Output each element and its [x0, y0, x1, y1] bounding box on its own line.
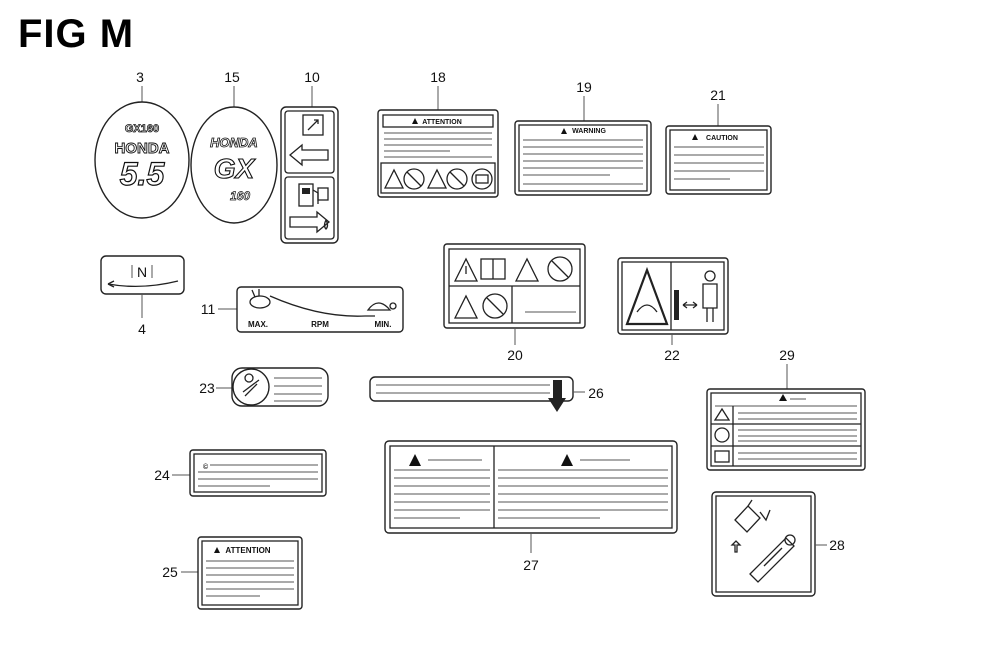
part-18-sticker: 18 ATTENTION: [377, 69, 499, 198]
part-21-sticker: 21 CAUTION: [665, 87, 772, 195]
part-number-10: 10: [304, 69, 320, 85]
part-11-sticker: 11 MAX. RPM MIN.: [201, 286, 404, 333]
part-23-sticker: 23: [199, 367, 329, 407]
emblem15-line3: 160: [230, 189, 250, 203]
part-20-sticker: 20: [443, 243, 586, 363]
oil-can-icon: [734, 499, 761, 533]
emblem3-line3: 5.5: [120, 156, 166, 192]
part-number-18: 18: [430, 69, 446, 85]
no-symbol-icon: [403, 168, 425, 190]
sticker4-mark: N: [137, 264, 147, 280]
part-15-emblem: 15 HONDA GX 160: [190, 69, 278, 224]
emblem15-line2: GX: [214, 153, 257, 184]
warning-triangle-icon: [426, 168, 448, 189]
part-number-20: 20: [507, 347, 523, 363]
sticker18-header: ATTENTION: [422, 119, 462, 126]
part-number-3: 3: [136, 69, 144, 85]
no-symbol-icon: [446, 168, 468, 190]
part-number-15: 15: [224, 69, 240, 85]
turtle-icon: [366, 302, 397, 311]
no-symbol-icon: [547, 256, 573, 282]
part-27-sticker: 27: [384, 440, 678, 573]
part-24-sticker: 24 ©: [154, 449, 327, 497]
part-25-sticker: 25 ATTENTION: [162, 536, 303, 610]
sticker25-header: ATTENTION: [225, 546, 270, 555]
part-number-19: 19: [576, 79, 592, 95]
warning-triangle-icon: [779, 394, 787, 401]
manual-book-icon: [480, 258, 506, 280]
warning-triangle-icon: [561, 454, 573, 466]
protective-gear-icon: [471, 168, 493, 190]
part-26-sticker: 26: [369, 376, 604, 412]
arrow-right-icon: [289, 210, 331, 234]
sticker11-rpm: RPM: [311, 320, 329, 329]
oil-can-icon: [242, 373, 260, 397]
part-number-28: 28: [829, 537, 845, 553]
part-29-sticker: 29: [706, 347, 866, 471]
warning-triangle-icon: [453, 257, 479, 282]
person-icon: [702, 270, 718, 322]
part-number-22: 22: [664, 347, 680, 363]
part-number-29: 29: [779, 347, 795, 363]
no-symbol-icon: [482, 293, 508, 319]
part-number-27: 27: [523, 557, 539, 573]
part-number-23: 23: [199, 380, 215, 396]
dipstick-icon: [749, 534, 796, 583]
emblem3-line2: HONDA: [115, 140, 170, 157]
sticker11-max: MAX.: [248, 320, 268, 329]
warning-triangle-icon: [514, 257, 540, 282]
part-28-sticker: 28: [711, 491, 845, 597]
part-22-sticker: 22: [617, 257, 729, 363]
part-10-sticker: 10: [280, 69, 339, 244]
part-number-25: 25: [162, 564, 178, 580]
warning-triangle-icon: [412, 118, 418, 124]
emblem3-line1: GX160: [125, 123, 159, 135]
fuel-pump-icon: [298, 183, 329, 207]
distance-arrow-icon: [682, 301, 698, 309]
sticker19-header: WARNING: [572, 128, 606, 135]
warning-triangle-icon: [561, 128, 567, 134]
arrow-left-icon: [288, 143, 329, 167]
rabbit-icon: [249, 289, 271, 309]
warning-triangle-icon: [453, 294, 479, 319]
figure-title: FIG M: [18, 12, 135, 56]
part-19-sticker: 19 WARNING: [514, 79, 652, 196]
part-number-26: 26: [588, 385, 604, 401]
part-number-24: 24: [154, 467, 170, 483]
lever-icon: [302, 114, 324, 136]
part-number-11: 11: [201, 301, 216, 317]
warning-triangle-icon: [383, 168, 405, 189]
sticker11-min: MIN.: [375, 320, 392, 329]
sticker24-mark: ©: [203, 463, 209, 471]
warning-triangle-icon: [409, 454, 421, 466]
emblem15-line1: HONDA: [210, 135, 258, 150]
manual-book-icon: [714, 450, 730, 463]
part-3-emblem: 3 GX160 HONDA 5.5: [94, 69, 190, 219]
arrow-down-icon: [548, 380, 566, 412]
sticker21-header: CAUTION: [706, 135, 738, 142]
warning-triangle-icon: [692, 134, 698, 140]
part-4-sticker: N 4: [100, 255, 185, 337]
part-number-4: 4: [138, 321, 146, 337]
warning-triangle-icon: [625, 266, 669, 326]
warning-triangle-icon: [214, 547, 220, 553]
warning-triangle-icon: [713, 407, 731, 421]
part-number-21: 21: [710, 87, 726, 103]
hazard-icon: [714, 427, 730, 443]
